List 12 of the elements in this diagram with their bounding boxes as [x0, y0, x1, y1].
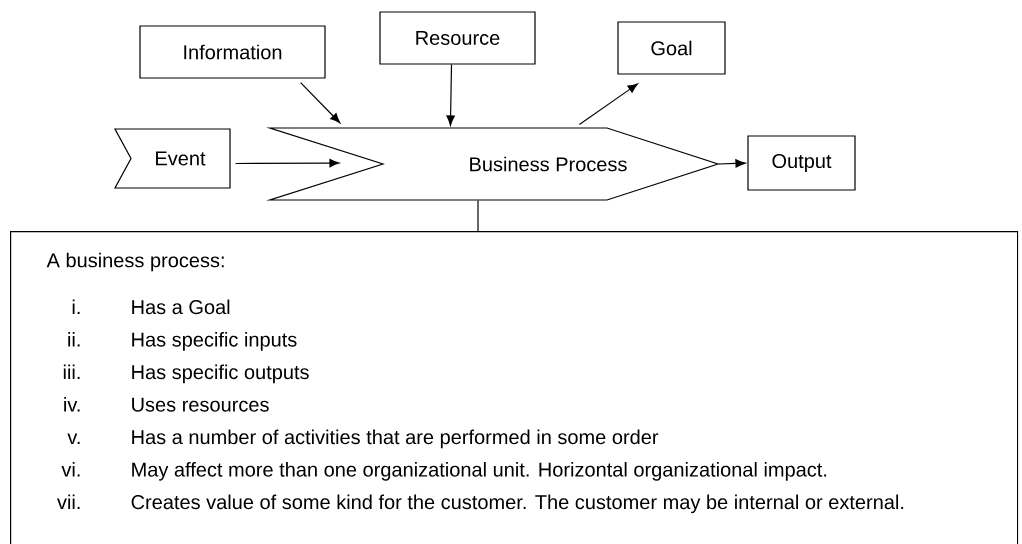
text-box: A business process: i. Has a Goal ii. Has specific inputs iii. Has specific outputs iv. Uses resources v. Has a number of activities that are performed in some order vi. May affect more than one organizational unit. Horizontal organizational impact. vii. Creates value of some kind for the customer. The customer may be internal or external.: [10, 231, 1019, 544]
label-box: Goal: [617, 21, 726, 75]
arrow: [446, 64, 455, 126]
arrow: [235, 158, 340, 168]
label-box: Resource: [379, 11, 536, 65]
arrow: [718, 159, 746, 168]
event-box: Event: [114, 128, 231, 189]
label-box: Output: [747, 135, 856, 191]
label-box: Information: [139, 25, 326, 79]
arrow: [578, 83, 639, 125]
process-box: Business Process: [266, 127, 720, 201]
arrow: [300, 82, 341, 124]
